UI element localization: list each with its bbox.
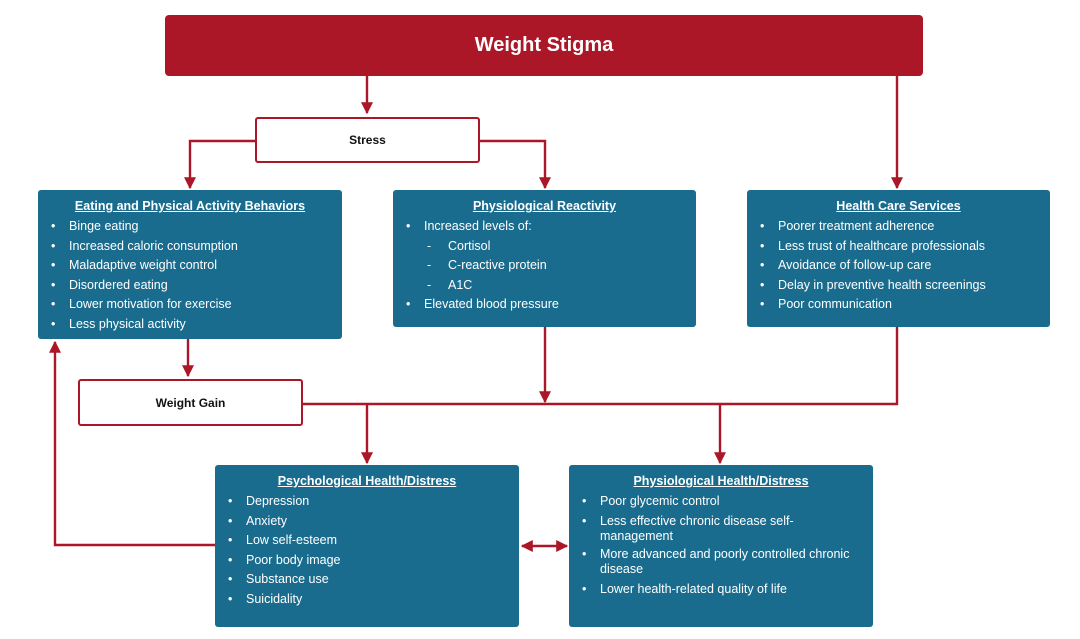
list-item: Poor body image bbox=[225, 551, 509, 571]
weight-gain-box: Weight Gain bbox=[78, 379, 303, 426]
list-item: Depression bbox=[225, 492, 509, 512]
arrow-stress-to-reactivity bbox=[479, 139, 551, 190]
psychological-health-list: Depression Anxiety Low self-esteem Poor … bbox=[225, 492, 509, 610]
weight-stigma-box: Weight Stigma bbox=[165, 15, 923, 76]
sub-list-item: C-reactive protein bbox=[403, 256, 686, 276]
eating-activity-box: Eating and Physical Activity Behaviors B… bbox=[38, 190, 342, 339]
health-care-services-list: Poorer treatment adherence Less trust of… bbox=[757, 217, 1040, 315]
stress-label: Stress bbox=[349, 133, 386, 147]
list-item: Elevated blood pressure bbox=[403, 295, 686, 315]
list-item: More advanced and poorly controlled chro… bbox=[579, 547, 863, 578]
sub-list-item: Cortisol bbox=[403, 237, 686, 257]
arrow-stress-to-eating bbox=[184, 139, 256, 190]
arrow-psych-feedback-to-eating bbox=[49, 340, 216, 547]
list-item: Less effective chronic disease self-mana… bbox=[579, 514, 863, 545]
physiological-reactivity-box: Physiological Reactivity Increased level… bbox=[393, 190, 696, 327]
list-item: Binge eating bbox=[48, 217, 332, 237]
list-item: Lower health-related quality of life bbox=[579, 580, 863, 600]
list-item: Low self-esteem bbox=[225, 531, 509, 551]
list-item: Delay in preventive health screenings bbox=[757, 276, 1040, 296]
list-item: Anxiety bbox=[225, 512, 509, 532]
physiological-health-title: Physiological Health/Distress bbox=[633, 474, 809, 488]
physiological-reactivity-title: Physiological Reactivity bbox=[472, 199, 617, 213]
connector-weightgain-healthcare bbox=[302, 327, 899, 406]
list-item: Disordered eating bbox=[48, 276, 332, 296]
physiological-reactivity-list: Increased levels of: Cortisol C-reactive… bbox=[403, 217, 686, 315]
list-item: Less physical activity bbox=[48, 315, 332, 335]
list-item: Less trust of healthcare professionals bbox=[757, 237, 1040, 257]
weight-gain-label: Weight Gain bbox=[155, 395, 226, 410]
eating-activity-list: Binge eating Increased caloric consumpti… bbox=[48, 217, 332, 335]
list-item: Maladaptive weight control bbox=[48, 256, 332, 276]
health-care-services-box: Health Care Services Poorer treatment ad… bbox=[747, 190, 1050, 327]
sub-list-item: A1C bbox=[403, 276, 686, 296]
health-care-services-title: Health Care Services bbox=[836, 199, 961, 213]
eating-activity-title: Eating and Physical Activity Behaviors bbox=[74, 199, 306, 213]
list-item: Poor glycemic control bbox=[579, 492, 863, 512]
list-item: Substance use bbox=[225, 570, 509, 590]
list-item: Poorer treatment adherence bbox=[757, 217, 1040, 237]
list-item: Suicidality bbox=[225, 590, 509, 610]
stress-box: Stress bbox=[255, 117, 480, 163]
list-item: Avoidance of follow-up care bbox=[757, 256, 1040, 276]
weight-stigma-title: Weight Stigma bbox=[474, 34, 614, 56]
psychological-health-title: Psychological Health/Distress bbox=[277, 474, 457, 488]
list-item: Increased caloric consumption bbox=[48, 237, 332, 257]
list-item: Increased levels of: bbox=[403, 217, 686, 237]
psychological-health-box: Psychological Health/Distress Depression… bbox=[215, 465, 519, 627]
physiological-health-box: Physiological Health/Distress Poor glyce… bbox=[569, 465, 873, 627]
physiological-health-list: Poor glycemic control Less effective chr… bbox=[579, 492, 863, 599]
list-item: Lower motivation for exercise bbox=[48, 295, 332, 315]
list-item: Poor communication bbox=[757, 295, 1040, 315]
